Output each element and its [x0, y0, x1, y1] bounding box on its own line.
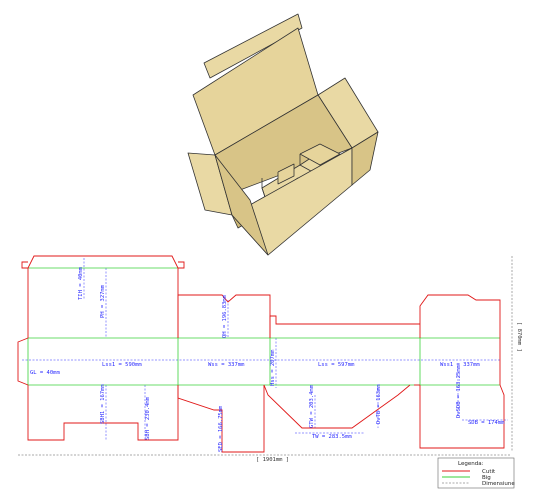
box-illustration: [187, 13, 379, 256]
dim-lss1: Lss1 = 590mm: [102, 362, 142, 368]
box-right-panel: [351, 131, 379, 186]
dim-sbh1: SBH1 = 167mm: [100, 384, 106, 424]
dieline: TIH = 40mm PH = 327mm GL = 40mm Lss1 = 5…: [17, 255, 522, 463]
box-left-panel: [214, 154, 269, 256]
box-lid-flap: [203, 13, 303, 79]
overall-dimensions: [18, 256, 513, 456]
dim-ph: PH = 327mm: [100, 284, 106, 318]
cut-lines: [17, 255, 505, 453]
dim-gl: GL = 40mm: [30, 370, 60, 376]
dim-lss: Lss = 597mm: [318, 362, 355, 368]
dim-wss1: Wss1 = 337mm: [440, 362, 480, 368]
dim-hss: Hss = 207mm: [270, 349, 276, 386]
dim-wss: Wss = 337mm: [208, 362, 245, 368]
dim-sdb: SDB = 174mm: [468, 420, 505, 426]
legend: Legenda: Cutit Big Dimensiune: [437, 457, 515, 489]
dim-sed: SED = 166.75mm: [218, 405, 224, 452]
dim-tih: TIH = 40mm: [78, 266, 84, 300]
dim-dvtb: DvTB = 163mm: [376, 384, 382, 424]
legend-dim-label: Dimensiune: [482, 481, 515, 487]
dim-dvsdb: DvSDB = 163.25mm: [456, 364, 462, 418]
legend-title: Legenda:: [458, 461, 484, 467]
crease-lines: [27, 267, 500, 386]
dim-tw: TW = 283.5mm: [312, 434, 352, 440]
dim-total-width: [ 1901mm ]: [256, 457, 289, 463]
legend-cut-label: Cutit: [482, 469, 496, 475]
dim-sbh: SBH = 230.4mm: [145, 396, 151, 440]
dim-total-height: [ 870mm ]: [516, 322, 522, 352]
dim-gtw: GTW = 203.4mm: [309, 384, 315, 428]
dim-qh: QH = 196.83mm: [222, 294, 228, 338]
legend-crease-label: Big: [482, 475, 491, 481]
